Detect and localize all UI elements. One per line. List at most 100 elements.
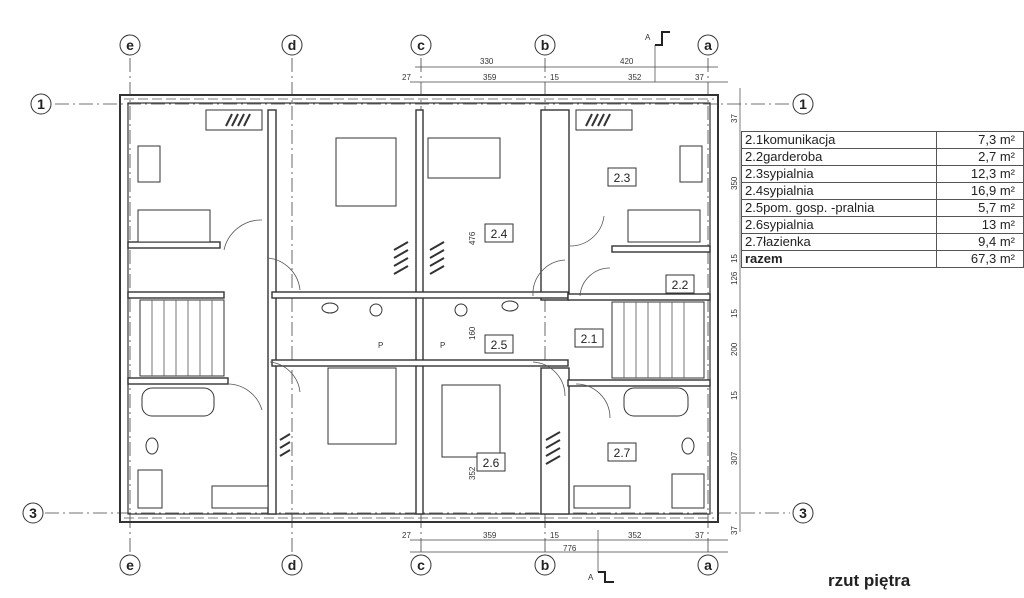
svg-text:2.2: 2.2 (672, 278, 689, 292)
room-label-2-5: 2.5 (484, 334, 514, 354)
room-label-2-7: 2.7 (607, 442, 637, 462)
desk-icon (627, 209, 701, 243)
bathtub-icon (141, 387, 215, 417)
radiator-icon (575, 109, 633, 131)
svg-text:A: A (588, 573, 594, 582)
room-label-2-4: 2.4 (484, 223, 514, 243)
dimension-label: 15 (730, 309, 739, 318)
dimension-label: 15 (550, 73, 559, 82)
dimension-label: 352 (628, 73, 642, 82)
dimension-label: 476 (468, 231, 477, 245)
sink-icon (501, 300, 519, 312)
stairs-left (139, 299, 225, 377)
grid-bubble-e-bottom: e (119, 554, 141, 576)
svg-text:2.7: 2.7 (614, 446, 631, 460)
shower-icon (137, 469, 163, 509)
dimension-label: 37 (695, 531, 704, 540)
grid-label: d (288, 557, 297, 573)
dimension-label: 37 (730, 526, 739, 535)
dimension-label: 27 (402, 73, 411, 82)
dimension-label: 359 (483, 73, 497, 82)
grid-bubble-1-right: 1 (792, 93, 814, 115)
dimension-label: 126 (730, 271, 739, 285)
shower-icon (671, 473, 705, 509)
grid-label: b (541, 557, 550, 573)
walls (119, 94, 719, 523)
stairs-right (611, 301, 705, 379)
grid-label: d (288, 37, 297, 53)
grid-label: a (704, 557, 712, 573)
grid-bubble-3-right: 3 (792, 502, 814, 524)
dimension-label: 330 (480, 57, 494, 66)
grid-bubble-d-bottom: d (281, 554, 303, 576)
dimension-label: 15 (550, 531, 559, 540)
grid-label: e (126, 37, 134, 53)
dimension-label: 352 (628, 531, 642, 540)
toilet-icon (145, 437, 159, 455)
svg-text:A: A (645, 33, 651, 42)
dimension-label: 307 (730, 451, 739, 465)
bed-icon (327, 367, 397, 445)
dimension-label: 37 (730, 114, 739, 123)
svg-text:2.1: 2.1 (581, 332, 598, 346)
bathtub-icon (623, 387, 689, 417)
grid-label: c (417, 37, 425, 53)
grid-label: 1 (799, 96, 807, 112)
room-labels: 2.3 2.4 2.2 2.1 2.5 2.6 2.7 (476, 167, 695, 472)
grid-label: a (704, 37, 712, 53)
grid-bubble-d-top: d (281, 34, 303, 56)
dimension-lines: 330 420 27 359 15 352 37 27 359 15 352 3… (402, 57, 741, 553)
grid-bubble-e-top: e (119, 34, 141, 56)
grid-bubbles: e d c b a e d c b a 1 1 3 3 (22, 34, 814, 576)
section-marker-bottom: A (588, 530, 614, 583)
grid-label: b (541, 37, 550, 53)
grid-bubble-b-bottom: b (534, 554, 556, 576)
grid-label: e (126, 557, 134, 573)
grid-bubble-b-top: b (534, 34, 556, 56)
desk-icon (137, 209, 211, 243)
grid-bubble-1-left: 1 (30, 93, 52, 115)
dimension-label: 27 (402, 531, 411, 540)
double-sink-icon (573, 485, 631, 509)
grid-label: 3 (799, 505, 807, 521)
svg-text:2.4: 2.4 (491, 227, 508, 241)
room-label-2-6: 2.6 (476, 452, 506, 472)
bed-icon (441, 384, 501, 458)
dimension-label: 15 (730, 391, 739, 400)
dimension-label: 200 (730, 342, 739, 356)
room-label-2-2: 2.2 (665, 274, 695, 294)
grid-label: 1 (37, 96, 45, 112)
chair-icon (137, 145, 161, 183)
svg-text:2.3: 2.3 (614, 171, 631, 185)
section-marker-top: A (645, 31, 670, 82)
dimension-label: 15 (730, 254, 739, 263)
dimension-label: 160 (468, 326, 477, 340)
grid-bubble-3-left: 3 (22, 502, 44, 524)
bed-icon (335, 137, 397, 207)
grid-bubble-c-top: c (410, 34, 432, 56)
grid-label: c (417, 557, 425, 573)
double-sink-icon (211, 485, 269, 509)
svg-text:2.5: 2.5 (491, 338, 508, 352)
svg-text:2.6: 2.6 (483, 456, 500, 470)
radiator-icon (205, 109, 263, 131)
sink-icon (321, 302, 339, 314)
drawing-title: rzut piętra (828, 571, 911, 590)
dimension-label: 359 (483, 531, 497, 540)
fixture-label: P (378, 341, 383, 350)
grid-bubble-c-bottom: c (410, 554, 432, 576)
furniture: P P (137, 109, 705, 509)
dimension-label: 350 (730, 176, 739, 190)
fixture-label: P (440, 341, 445, 350)
grid-label: 3 (29, 505, 37, 521)
bed-icon (427, 137, 501, 179)
